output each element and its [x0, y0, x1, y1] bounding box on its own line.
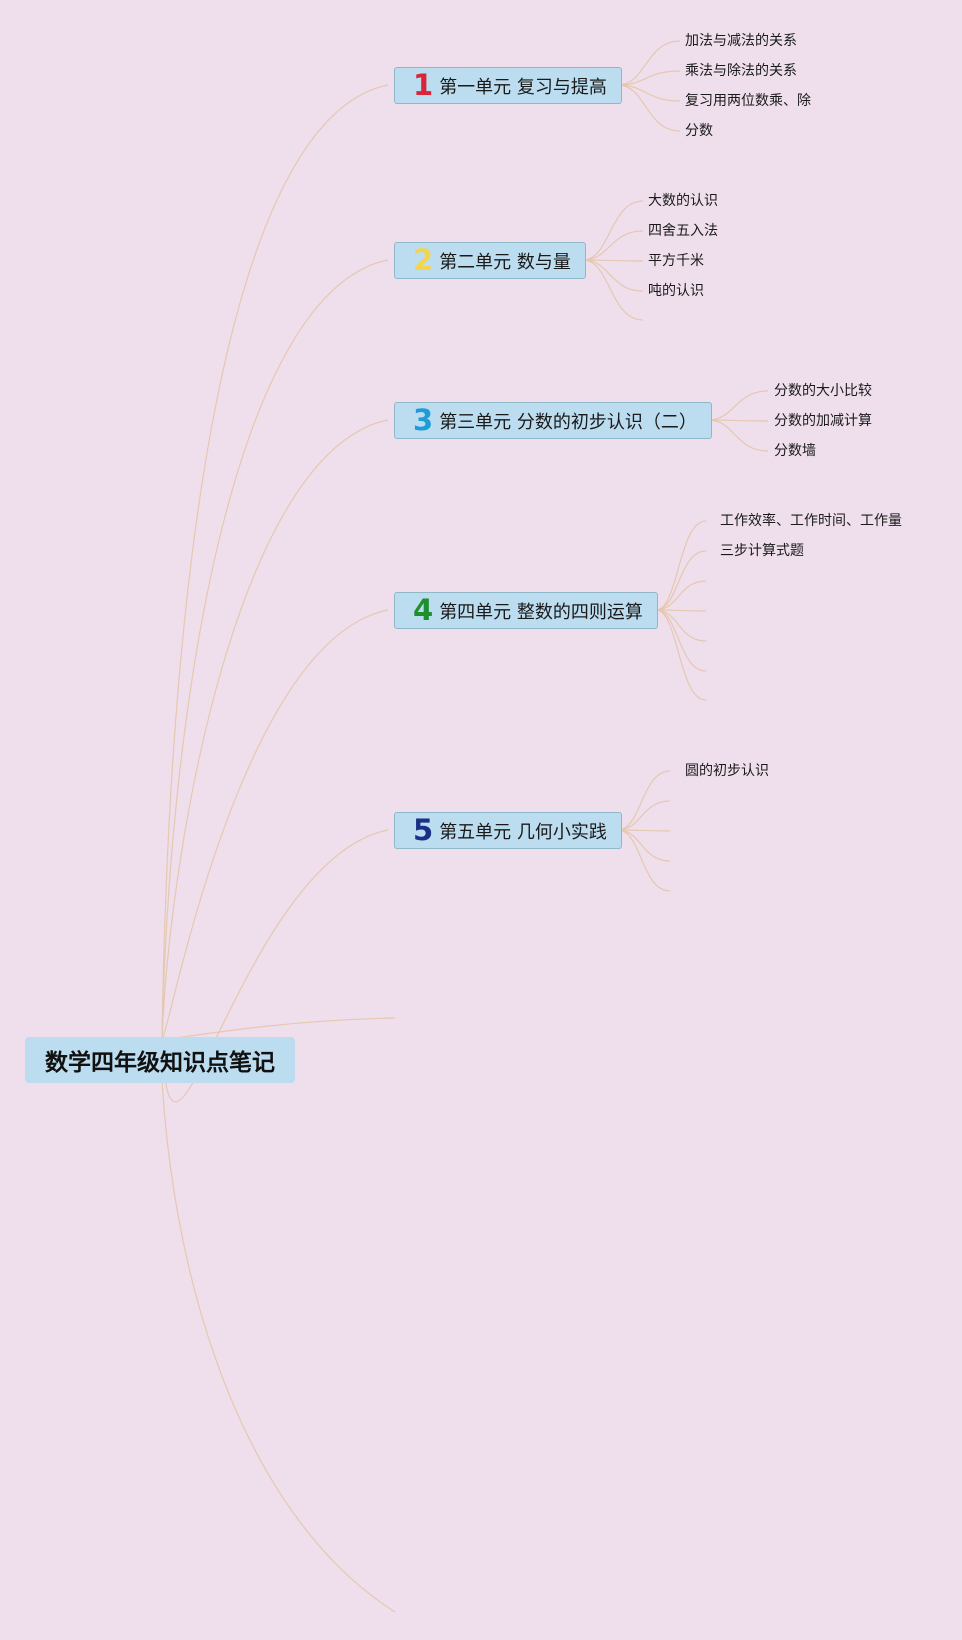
topic-5-1[interactable]: 圆的初步认识 — [685, 763, 769, 779]
topic-connector — [655, 609, 707, 701]
topic-2-1[interactable]: 大数的认识 — [648, 193, 718, 209]
topic-3-1[interactable]: 分数的大小比较 — [774, 383, 872, 399]
topic-connector — [617, 70, 681, 86]
topic-connector — [707, 419, 769, 422]
topic-connector — [617, 829, 671, 892]
unit-label-1: 第一单元 复习与提高 — [439, 76, 607, 98]
unit-number-2: 2 — [413, 243, 434, 277]
unit-node-1[interactable]: 1 第一单元 复习与提高 — [394, 67, 622, 104]
topic-connector — [655, 609, 707, 612]
topic-connector — [582, 259, 644, 292]
topic-connector — [617, 84, 681, 102]
unit-label-4: 第四单元 整数的四则运算 — [439, 601, 643, 623]
topic-1-4[interactable]: 分数 — [685, 123, 713, 139]
topic-connector — [582, 230, 644, 261]
unit-number-1: 1 — [413, 68, 434, 102]
topic-connector — [617, 829, 671, 832]
branch-connector — [161, 609, 389, 1041]
topic-connector — [582, 259, 644, 321]
branch-connector — [161, 84, 389, 1041]
branch-connector — [161, 259, 389, 1041]
unit-number-3: 3 — [413, 403, 434, 437]
topic-2-4[interactable]: 吨的认识 — [648, 283, 704, 299]
unit-number-5: 5 — [413, 813, 434, 847]
unit-label-3: 第三单元 分数的初步认识（二） — [439, 411, 697, 433]
topic-3-2[interactable]: 分数的加减计算 — [774, 413, 872, 429]
topic-2-2[interactable]: 四舍五入法 — [648, 223, 718, 239]
topic-2-3[interactable]: 平方千米 — [648, 253, 704, 269]
unit-number-4: 4 — [413, 593, 434, 627]
topic-connector — [655, 609, 707, 642]
root-node[interactable]: 数学四年级知识点笔记 — [25, 1037, 295, 1083]
branch-connector — [161, 419, 389, 1041]
topic-connector — [582, 259, 644, 262]
unit-node-3[interactable]: 3 第三单元 分数的初步认识（二） — [394, 402, 712, 439]
topic-connector — [617, 770, 671, 831]
unit-node-5[interactable]: 5 第五单元 几何小实践 — [394, 812, 622, 849]
topic-1-3[interactable]: 复习用两位数乘、除 — [685, 93, 811, 109]
topic-connector — [617, 829, 671, 862]
root-label: 数学四年级知识点笔记 — [45, 1050, 275, 1076]
topic-connector — [707, 390, 769, 421]
topic-connector — [707, 419, 769, 452]
topic-connector — [617, 84, 681, 132]
unit-node-4[interactable]: 4 第四单元 整数的四则运算 — [394, 592, 658, 629]
unit-label-2: 第二单元 数与量 — [439, 251, 571, 273]
unit-node-2[interactable]: 2 第二单元 数与量 — [394, 242, 586, 279]
topic-connector — [655, 520, 707, 611]
topic-4-2[interactable]: 三步计算式题 — [720, 543, 804, 559]
topic-connector — [655, 580, 707, 611]
topic-connector — [655, 550, 707, 611]
topic-connector — [655, 609, 707, 672]
topic-4-1[interactable]: 工作效率、工作时间、工作量 — [720, 513, 902, 529]
topic-1-1[interactable]: 加法与减法的关系 — [685, 33, 797, 49]
branch-connector — [161, 1079, 396, 1613]
unit-label-5: 第五单元 几何小实践 — [439, 821, 607, 843]
topic-3-3[interactable]: 分数墙 — [774, 443, 816, 459]
topic-connector — [582, 200, 644, 261]
topic-1-2[interactable]: 乘法与除法的关系 — [685, 63, 797, 79]
topic-connector — [617, 800, 671, 831]
topic-connector — [617, 40, 681, 86]
